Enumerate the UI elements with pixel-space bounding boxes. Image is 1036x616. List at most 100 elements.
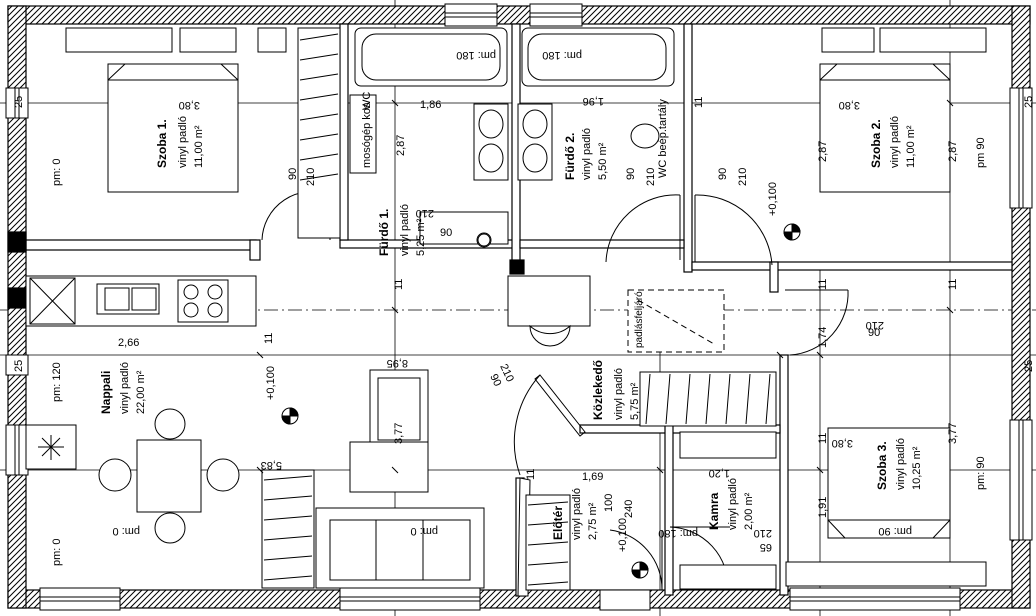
room-name: Kamra <box>707 492 721 530</box>
fixture-labels: mosógép kos WC WC beép.tartály padlásfel… <box>361 92 669 348</box>
svg-text:vinyl padló: vinyl padló <box>571 488 583 540</box>
svg-text:90: 90 <box>717 168 729 180</box>
wardrobe-szoba1 <box>297 27 341 239</box>
svg-text:8,95: 8,95 <box>387 357 408 369</box>
svg-text:3,77: 3,77 <box>947 423 959 444</box>
svg-text:210: 210 <box>645 168 657 186</box>
bed-szoba1 <box>107 63 239 193</box>
svg-text:210: 210 <box>737 168 749 186</box>
svg-text:2,75 m²: 2,75 m² <box>587 502 599 540</box>
svg-text:1,74: 1,74 <box>817 327 829 348</box>
svg-text:5,83: 5,83 <box>261 459 282 471</box>
svg-text:+0,100: +0,100 <box>767 182 779 216</box>
dining-table <box>136 439 202 513</box>
svg-text:pm: 180: pm: 180 <box>542 49 582 61</box>
svg-text:1,96: 1,96 <box>583 95 604 107</box>
room-name: Szoba 2. <box>869 119 883 168</box>
svg-text:11: 11 <box>525 469 537 480</box>
svg-text:vinyl padló: vinyl padló <box>119 362 131 414</box>
svg-text:vinyl padló: vinyl padló <box>177 116 189 168</box>
svg-text:5,50 m²: 5,50 m² <box>597 142 609 180</box>
svg-text:90: 90 <box>440 227 452 239</box>
svg-text:padlásfeljáró: padlásfeljáró <box>634 291 645 348</box>
svg-text:pm: 0: pm: 0 <box>51 538 63 566</box>
svg-text:3,80: 3,80 <box>839 99 860 111</box>
furniture <box>25 27 987 591</box>
bed-szoba2 <box>819 63 951 193</box>
svg-text:vinyl padló: vinyl padló <box>895 438 907 490</box>
svg-text:2,66: 2,66 <box>118 337 139 349</box>
room-name: Előtér <box>551 506 565 540</box>
svg-text:WC: WC <box>361 92 373 110</box>
svg-text:1,69: 1,69 <box>582 471 603 483</box>
svg-text:2,87: 2,87 <box>395 135 407 156</box>
svg-text:11: 11 <box>393 279 405 290</box>
svg-text:pm 90: pm 90 <box>975 137 987 168</box>
annotations: pm: 0 pm: 120 pm: 0 pm: 0 pm: 0 pm 90 pm… <box>13 49 1035 566</box>
svg-text:210: 210 <box>866 319 884 331</box>
svg-text:vinyl padló: vinyl padló <box>581 128 593 180</box>
svg-text:pm: 120: pm: 120 <box>51 362 63 402</box>
svg-text:22,00 m²: 22,00 m² <box>135 370 147 414</box>
svg-text:100: 100 <box>603 494 615 512</box>
svg-text:25: 25 <box>13 96 25 108</box>
svg-text:pm: 90: pm: 90 <box>878 525 912 537</box>
svg-text:mosógép kos: mosógép kos <box>361 102 373 168</box>
svg-text:pm: 180: pm: 180 <box>658 527 698 539</box>
svg-text:1,91: 1,91 <box>817 497 829 518</box>
svg-text:3,80: 3,80 <box>179 99 200 111</box>
svg-text:3,80: 3,80 <box>832 437 853 449</box>
room-name: Közlekedő <box>591 360 605 420</box>
svg-text:11,00 m²: 11,00 m² <box>193 125 205 168</box>
room-name: Szoba 3. <box>875 441 889 490</box>
attic-hatch <box>627 289 725 353</box>
svg-text:90: 90 <box>868 327 880 339</box>
svg-text:65: 65 <box>760 541 772 553</box>
svg-text:1,86: 1,86 <box>420 99 441 111</box>
svg-text:90: 90 <box>487 372 503 388</box>
svg-text:10,25 m²: 10,25 m² <box>911 446 923 490</box>
toilet-2 <box>630 123 660 149</box>
svg-text:pm: 0: pm: 0 <box>410 525 438 537</box>
svg-text:210: 210 <box>416 207 434 219</box>
svg-text:+0,100: +0,100 <box>617 518 629 552</box>
dimension-ticks <box>256 99 954 474</box>
svg-text:pm: 180: pm: 180 <box>456 49 496 61</box>
svg-text:vinyl padló: vinyl padló <box>889 116 901 168</box>
svg-text:11: 11 <box>693 97 705 108</box>
svg-text:WC beép.tartály: WC beép.tartály <box>657 99 669 178</box>
svg-text:vinyl padló: vinyl padló <box>399 204 411 256</box>
coffee-table <box>349 441 429 493</box>
svg-text:vinyl padló: vinyl padló <box>613 368 625 420</box>
svg-text:3,77: 3,77 <box>393 423 405 444</box>
svg-text:90: 90 <box>625 168 637 180</box>
svg-text:2,87: 2,87 <box>817 141 829 162</box>
svg-text:90: 90 <box>287 168 299 180</box>
room-name: Fürdő 2. <box>563 133 577 180</box>
svg-text:5,25 m²: 5,25 m² <box>415 218 427 256</box>
svg-text:1,20: 1,20 <box>709 467 730 479</box>
svg-text:pm: 0: pm: 0 <box>51 158 63 186</box>
svg-text:240: 240 <box>623 500 635 518</box>
room-name: Fürdő 1. <box>377 209 391 256</box>
svg-text:11: 11 <box>817 279 829 290</box>
svg-text:25: 25 <box>1023 360 1035 372</box>
svg-text:+0,100: +0,100 <box>265 366 277 400</box>
svg-text:2,00 m²: 2,00 m² <box>743 492 755 530</box>
svg-text:11: 11 <box>947 279 959 290</box>
svg-text:5,75 m²: 5,75 m² <box>629 382 641 420</box>
svg-text:210: 210 <box>305 168 317 186</box>
svg-text:210: 210 <box>754 527 772 539</box>
svg-text:vinyl padló: vinyl padló <box>727 478 739 530</box>
svg-text:25: 25 <box>1023 96 1035 108</box>
svg-text:pm: 0: pm: 0 <box>112 525 140 537</box>
room-labels: Szoba 1. vinyl padló 11,00 m² Fürdő 1. v… <box>99 116 923 540</box>
svg-text:25: 25 <box>13 360 25 372</box>
svg-text:11,00 m²: 11,00 m² <box>905 125 917 168</box>
room-name: Szoba 1. <box>155 119 169 168</box>
room-name: Nappali <box>99 371 113 414</box>
svg-text:pm: 90: pm: 90 <box>975 456 987 490</box>
svg-text:11: 11 <box>817 433 829 444</box>
svg-text:11: 11 <box>263 333 275 344</box>
